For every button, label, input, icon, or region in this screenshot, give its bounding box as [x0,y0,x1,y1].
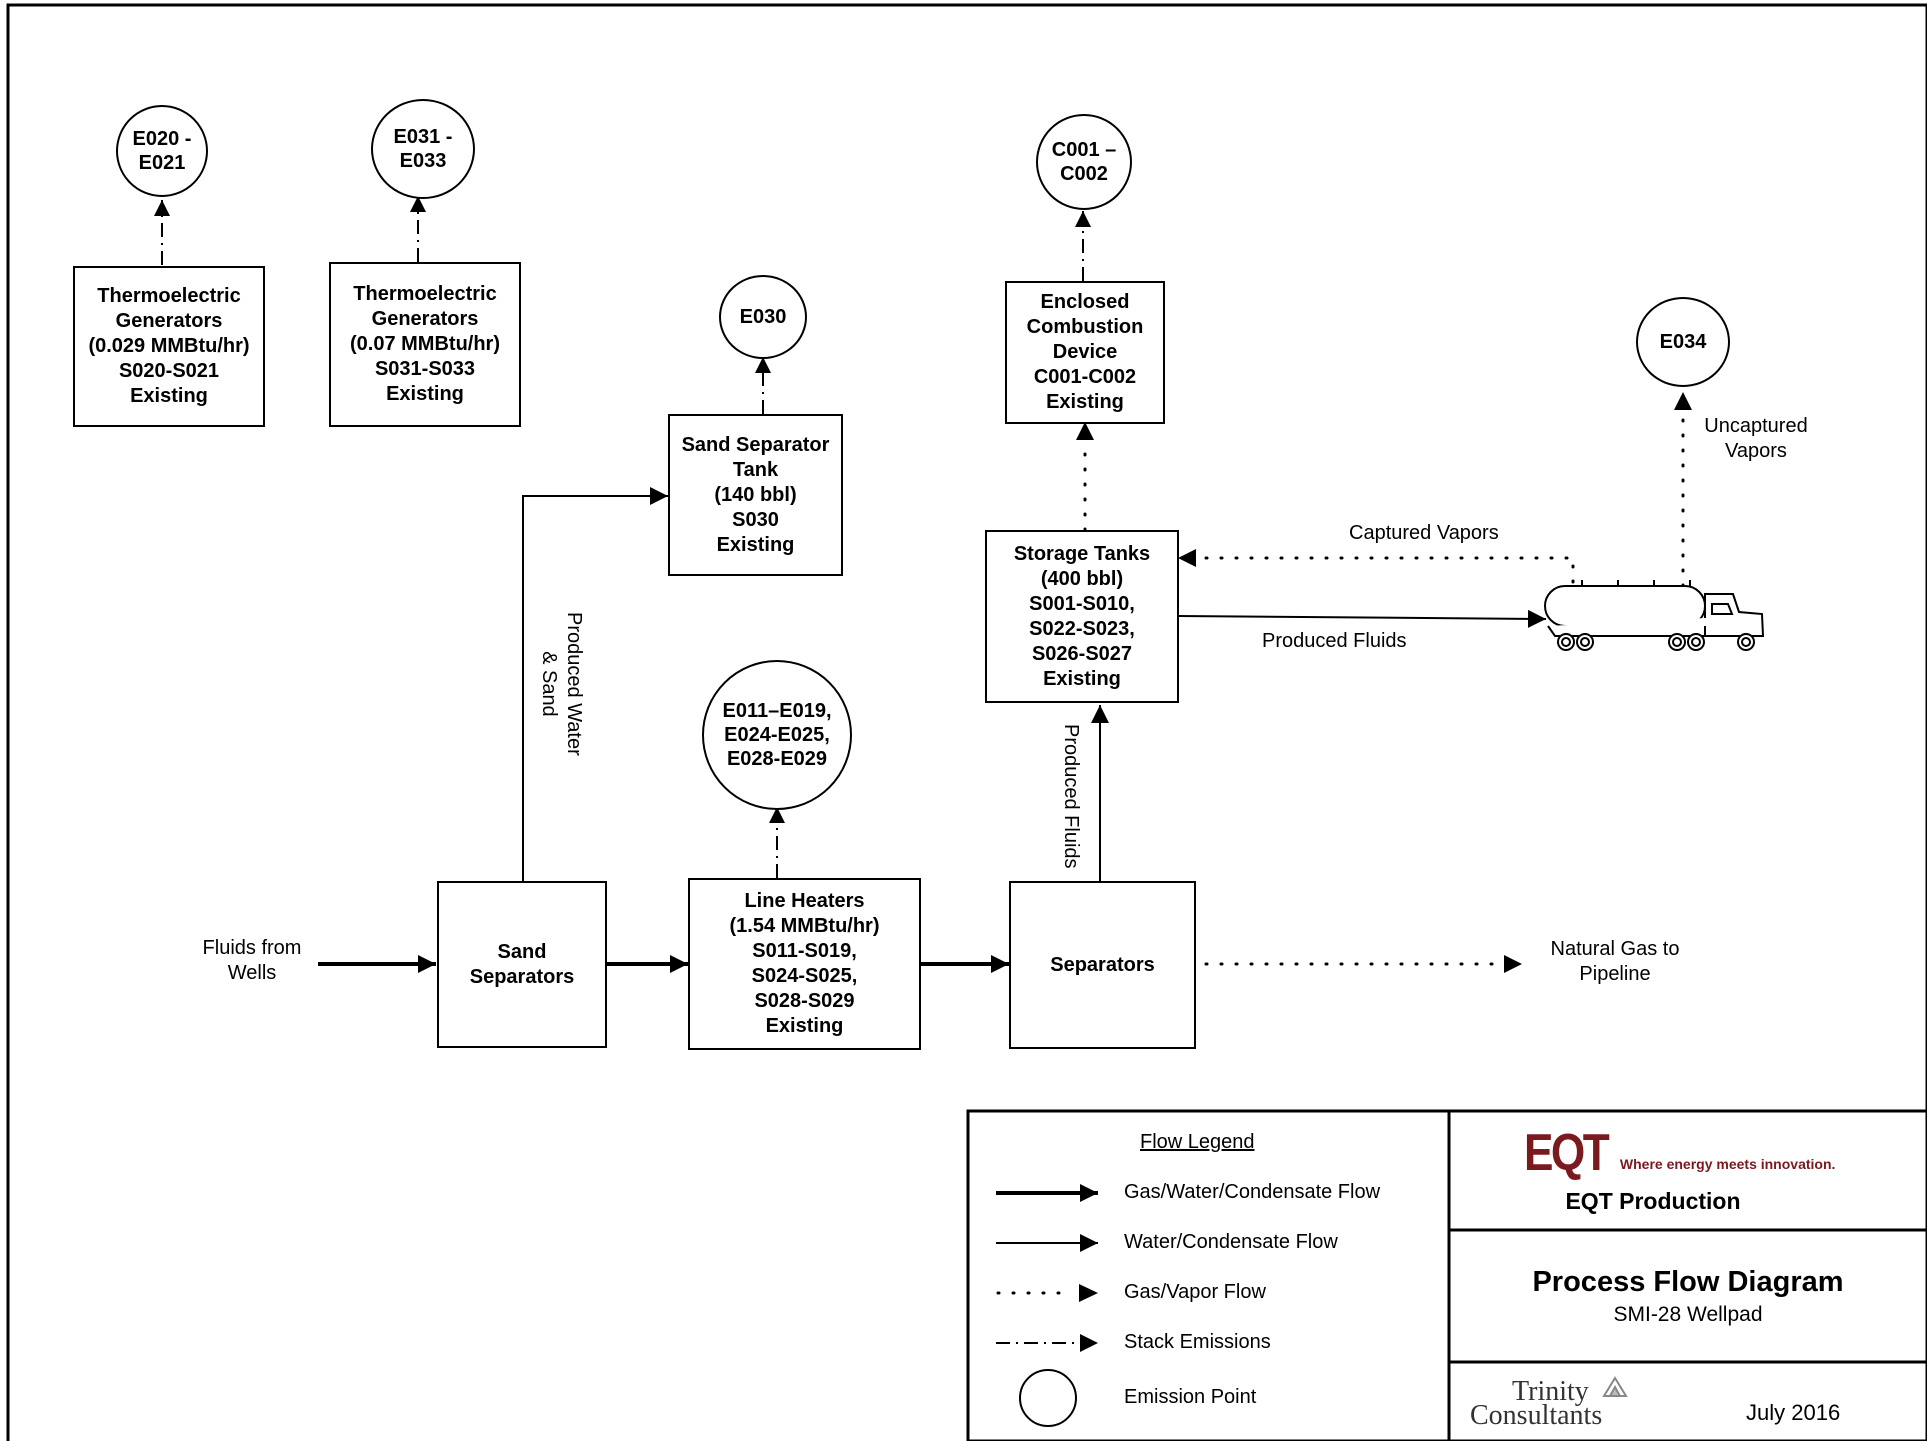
legend-label-stack-emissions: Stack Emissions [1124,1331,1271,1353]
flow-truck-captured-vapors [1194,556,1575,584]
line-heaters-box: Line Heaters (1.54 MMBtu/hr) S011-S019, … [688,878,921,1050]
label-natural-gas-to-pipeline: Natural Gas to Pipeline [1550,938,1680,985]
emission-point-c001: C001 – C002 [1036,114,1132,210]
diagram-title: Process Flow Diagram [1532,1266,1844,1298]
legend-label-gas-vapor: Gas/Vapor Flow [1124,1281,1266,1303]
tanker-truck-icon [1544,580,1765,651]
eqt-logo: EQT Where energy meets innovation. [1524,1124,1836,1182]
flow-storage-to-truck [1177,609,1547,628]
storage-tanks-box: Storage Tanks (400 bbl) S001-S010, S022-… [985,530,1179,703]
emission-point-e030: E030 [719,275,807,359]
legend-label-emission-point: Emission Point [1124,1386,1257,1408]
diagram-date: July 2016 [1746,1400,1841,1425]
emission-point-e034: E034 [1636,297,1730,387]
label-uncaptured-vapors: Uncaptured Vapors [1704,415,1808,462]
label-fluids-from-wells: Fluids from Wells [202,937,302,984]
eqt-logo-mark: EQT [1524,1124,1610,1182]
flow-sand-to-tank [522,487,668,881]
legend-swatch-circle [1019,1369,1077,1427]
arrowhead-captured [1178,549,1196,567]
emission-point-e011: E011–E019, E024-E025, E028-E029 [702,660,852,810]
vapor-arrowheads [1076,392,1692,973]
sand-separator-tank-box: Sand Separator Tank (140 bbl) S030 Exist… [668,414,843,576]
vapor-flow-lines [1083,408,1685,966]
label-captured-vapors: Captured Vapors [1349,522,1499,544]
label-produced-water-sand: Produced Water & Sand [538,612,585,756]
diagram-subtitle: SMI-28 Wellpad [1613,1303,1763,1326]
company-name: EQT Production [1565,1188,1741,1214]
legend-label-water-condensate: Water/Condensate Flow [1124,1231,1338,1253]
stack-emission-lines [154,196,1091,878]
trinity-logo-word-1: Trinity [1512,1376,1589,1407]
legend-label-gas-water-condensate: Gas/Water/Condensate Flow [1124,1181,1381,1203]
eqt-tagline: Where energy meets innovation. [1619,1156,1836,1172]
legend-title: Flow Legend [1140,1131,1255,1153]
legend-swatch-dotted-head [1079,1284,1098,1302]
label-produced-fluids-vertical: Produced Fluids [1060,724,1082,869]
arrowhead-pipeline [1504,955,1522,973]
emission-point-e020: E020 - E021 [116,105,208,197]
emission-point-e031: E031 - E033 [371,99,475,199]
thermoelectric-generators-2-box: Thermoelectric Generators (0.07 MMBtu/hr… [329,262,521,427]
enclosed-combustion-device-box: Enclosed Combustion Device C001-C002 Exi… [1005,281,1165,424]
thin-flow-lines [522,487,1547,881]
label-produced-fluids: Produced Fluids [1262,630,1407,652]
separators-box: Separators [1009,881,1196,1049]
trinity-consultants-logo: Trinity Consultants [1470,1378,1630,1434]
legend-swatches [996,1184,1098,1427]
title-block-frame [966,1109,1927,1441]
trinity-logo-word-2: Consultants [1470,1400,1603,1431]
page-border [6,3,1927,1441]
arrowhead-uncaptured [1674,392,1692,410]
arrowhead-ecd [1076,422,1094,440]
trinity-triangle-icon [1602,1376,1628,1397]
sand-separators-box: Sand Separators [437,881,607,1048]
thermoelectric-generators-1-box: Thermoelectric Generators (0.029 MMBtu/h… [73,266,265,427]
